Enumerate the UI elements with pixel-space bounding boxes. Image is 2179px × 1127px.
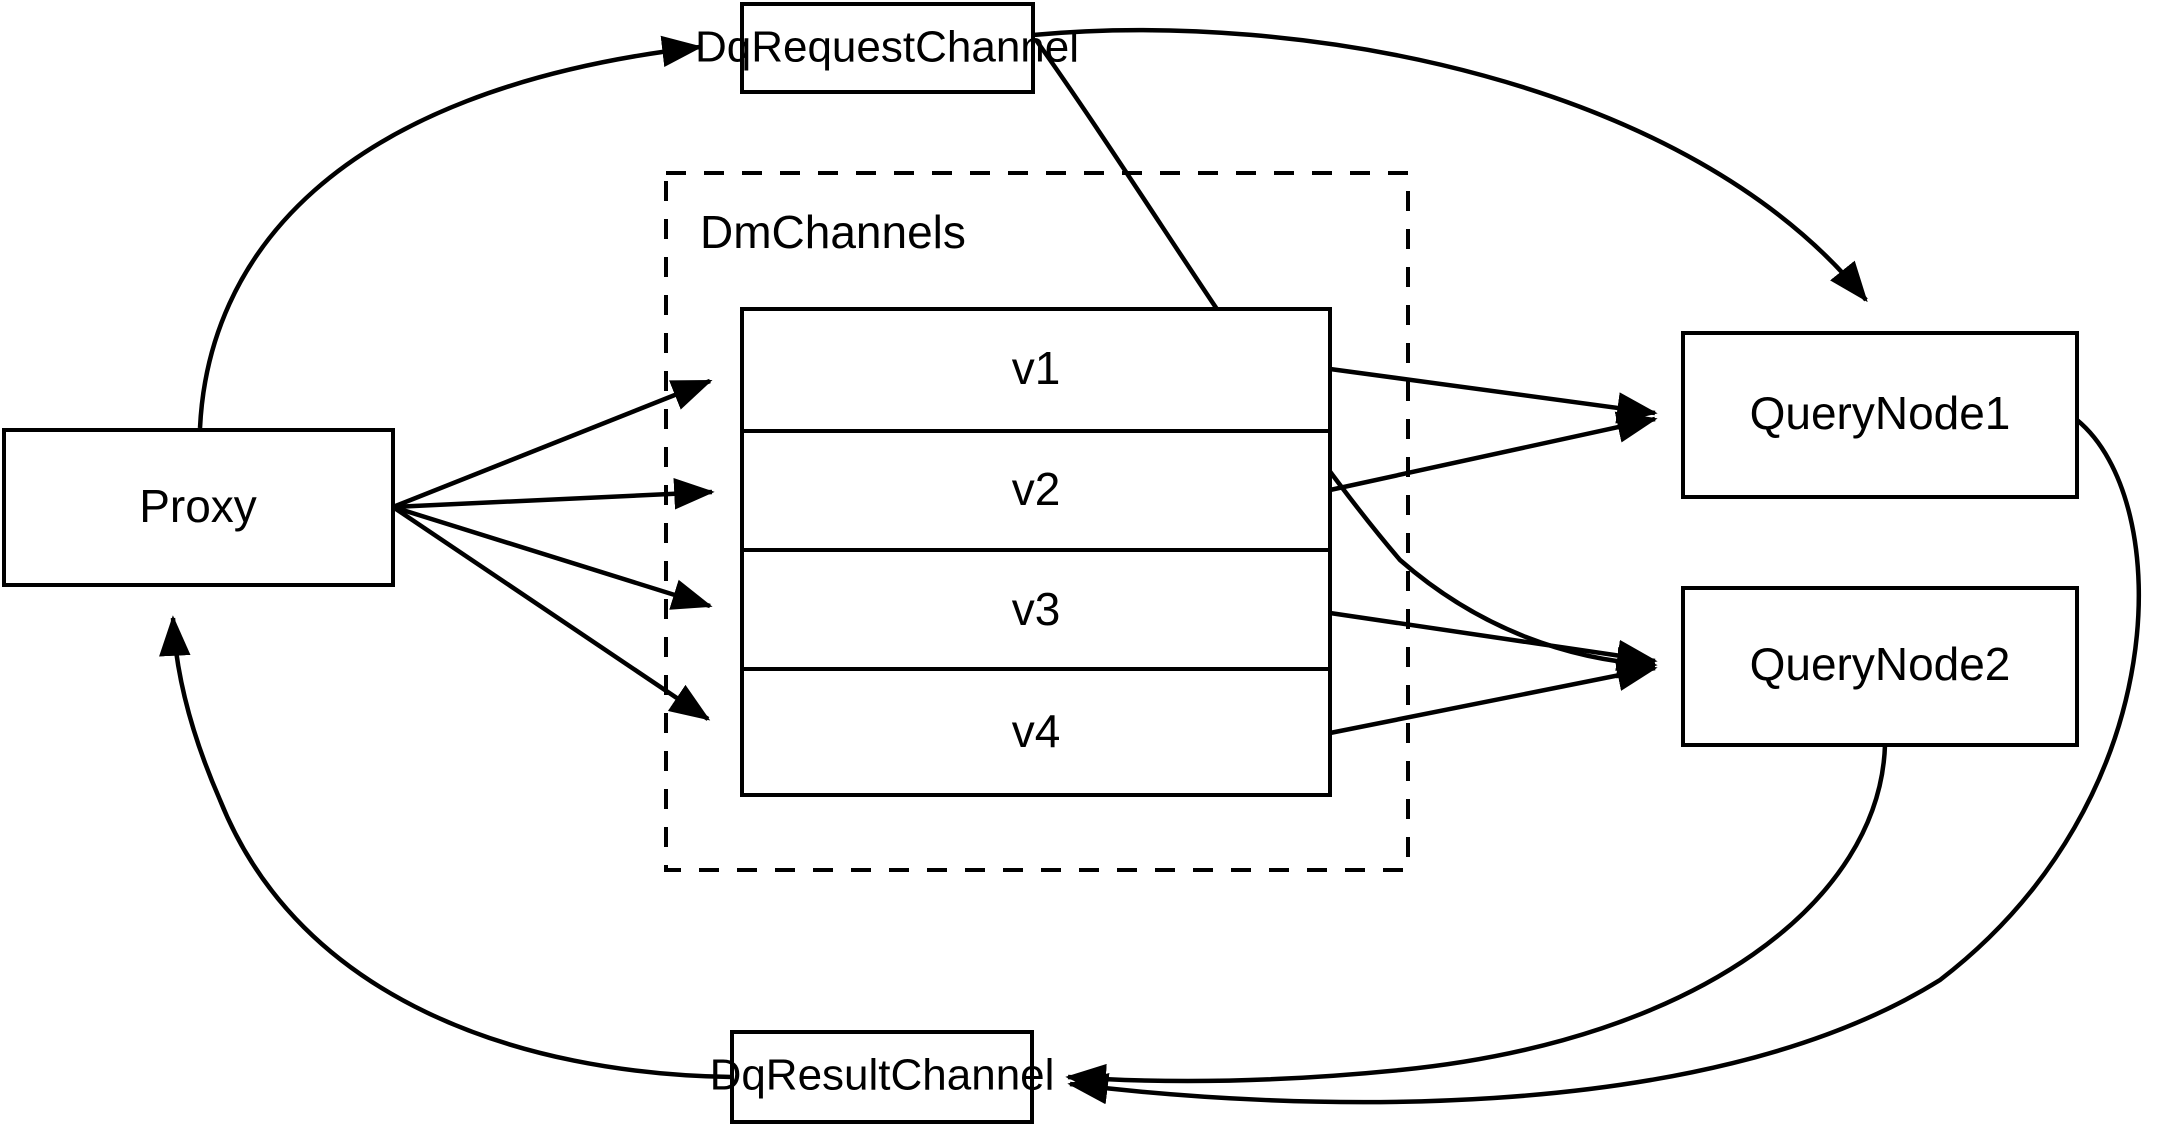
edge-proxy-to-v3 bbox=[392, 504, 713, 610]
vchannel-label-v1: v1 bbox=[1012, 342, 1061, 394]
vchannel-label-v4: v4 bbox=[1012, 705, 1061, 757]
node-dqresultchannel-label: DqResultChannel bbox=[710, 1051, 1055, 1100]
node-proxy-box[interactable] bbox=[2, 428, 395, 587]
edge-dqrequestchannel-to-querynode2 bbox=[1034, 38, 1658, 679]
dmchannels-group-label: DmChannels bbox=[700, 206, 966, 258]
node-dqresultchannel-box[interactable] bbox=[730, 1030, 1034, 1124]
node-querynode1-label: QueryNode1 bbox=[1750, 387, 2011, 439]
edge-proxy-to-v2 bbox=[392, 478, 715, 510]
node-querynode2-label: QueryNode2 bbox=[1750, 638, 2011, 690]
node-dqrequestchannel-box[interactable] bbox=[740, 2, 1035, 94]
edge-v4-to-querynode2 bbox=[1329, 659, 1658, 736]
edge-querynode2-to-dqresultchannel bbox=[1065, 744, 1888, 1096]
edge-dqresultchannel-to-proxy bbox=[159, 615, 733, 1080]
edge-proxy-to-v4 bbox=[391, 505, 711, 721]
vchannel-label-v2: v2 bbox=[1012, 463, 1061, 515]
edge-proxy-to-dqrequestchannel bbox=[197, 35, 703, 429]
edge-v2-to-querynode1 bbox=[1329, 411, 1658, 493]
node-querynode2-box[interactable] bbox=[1681, 586, 2079, 747]
edge-proxy-to-v1 bbox=[392, 378, 713, 510]
edge-v1-to-querynode1 bbox=[1329, 366, 1658, 424]
node-proxy-label: Proxy bbox=[139, 480, 257, 532]
edge-dqrequestchannel-to-querynode1 bbox=[1032, 27, 1868, 303]
node-querynode1-box[interactable] bbox=[1681, 331, 2079, 499]
edge-querynode1-to-dqresultchannel bbox=[1067, 418, 2141, 1105]
node-dqrequestchannel-label: DqRequestChannel bbox=[695, 23, 1079, 72]
vchannel-label-v3: v3 bbox=[1012, 583, 1061, 635]
edge-v3-to-querynode2 bbox=[1329, 610, 1658, 672]
